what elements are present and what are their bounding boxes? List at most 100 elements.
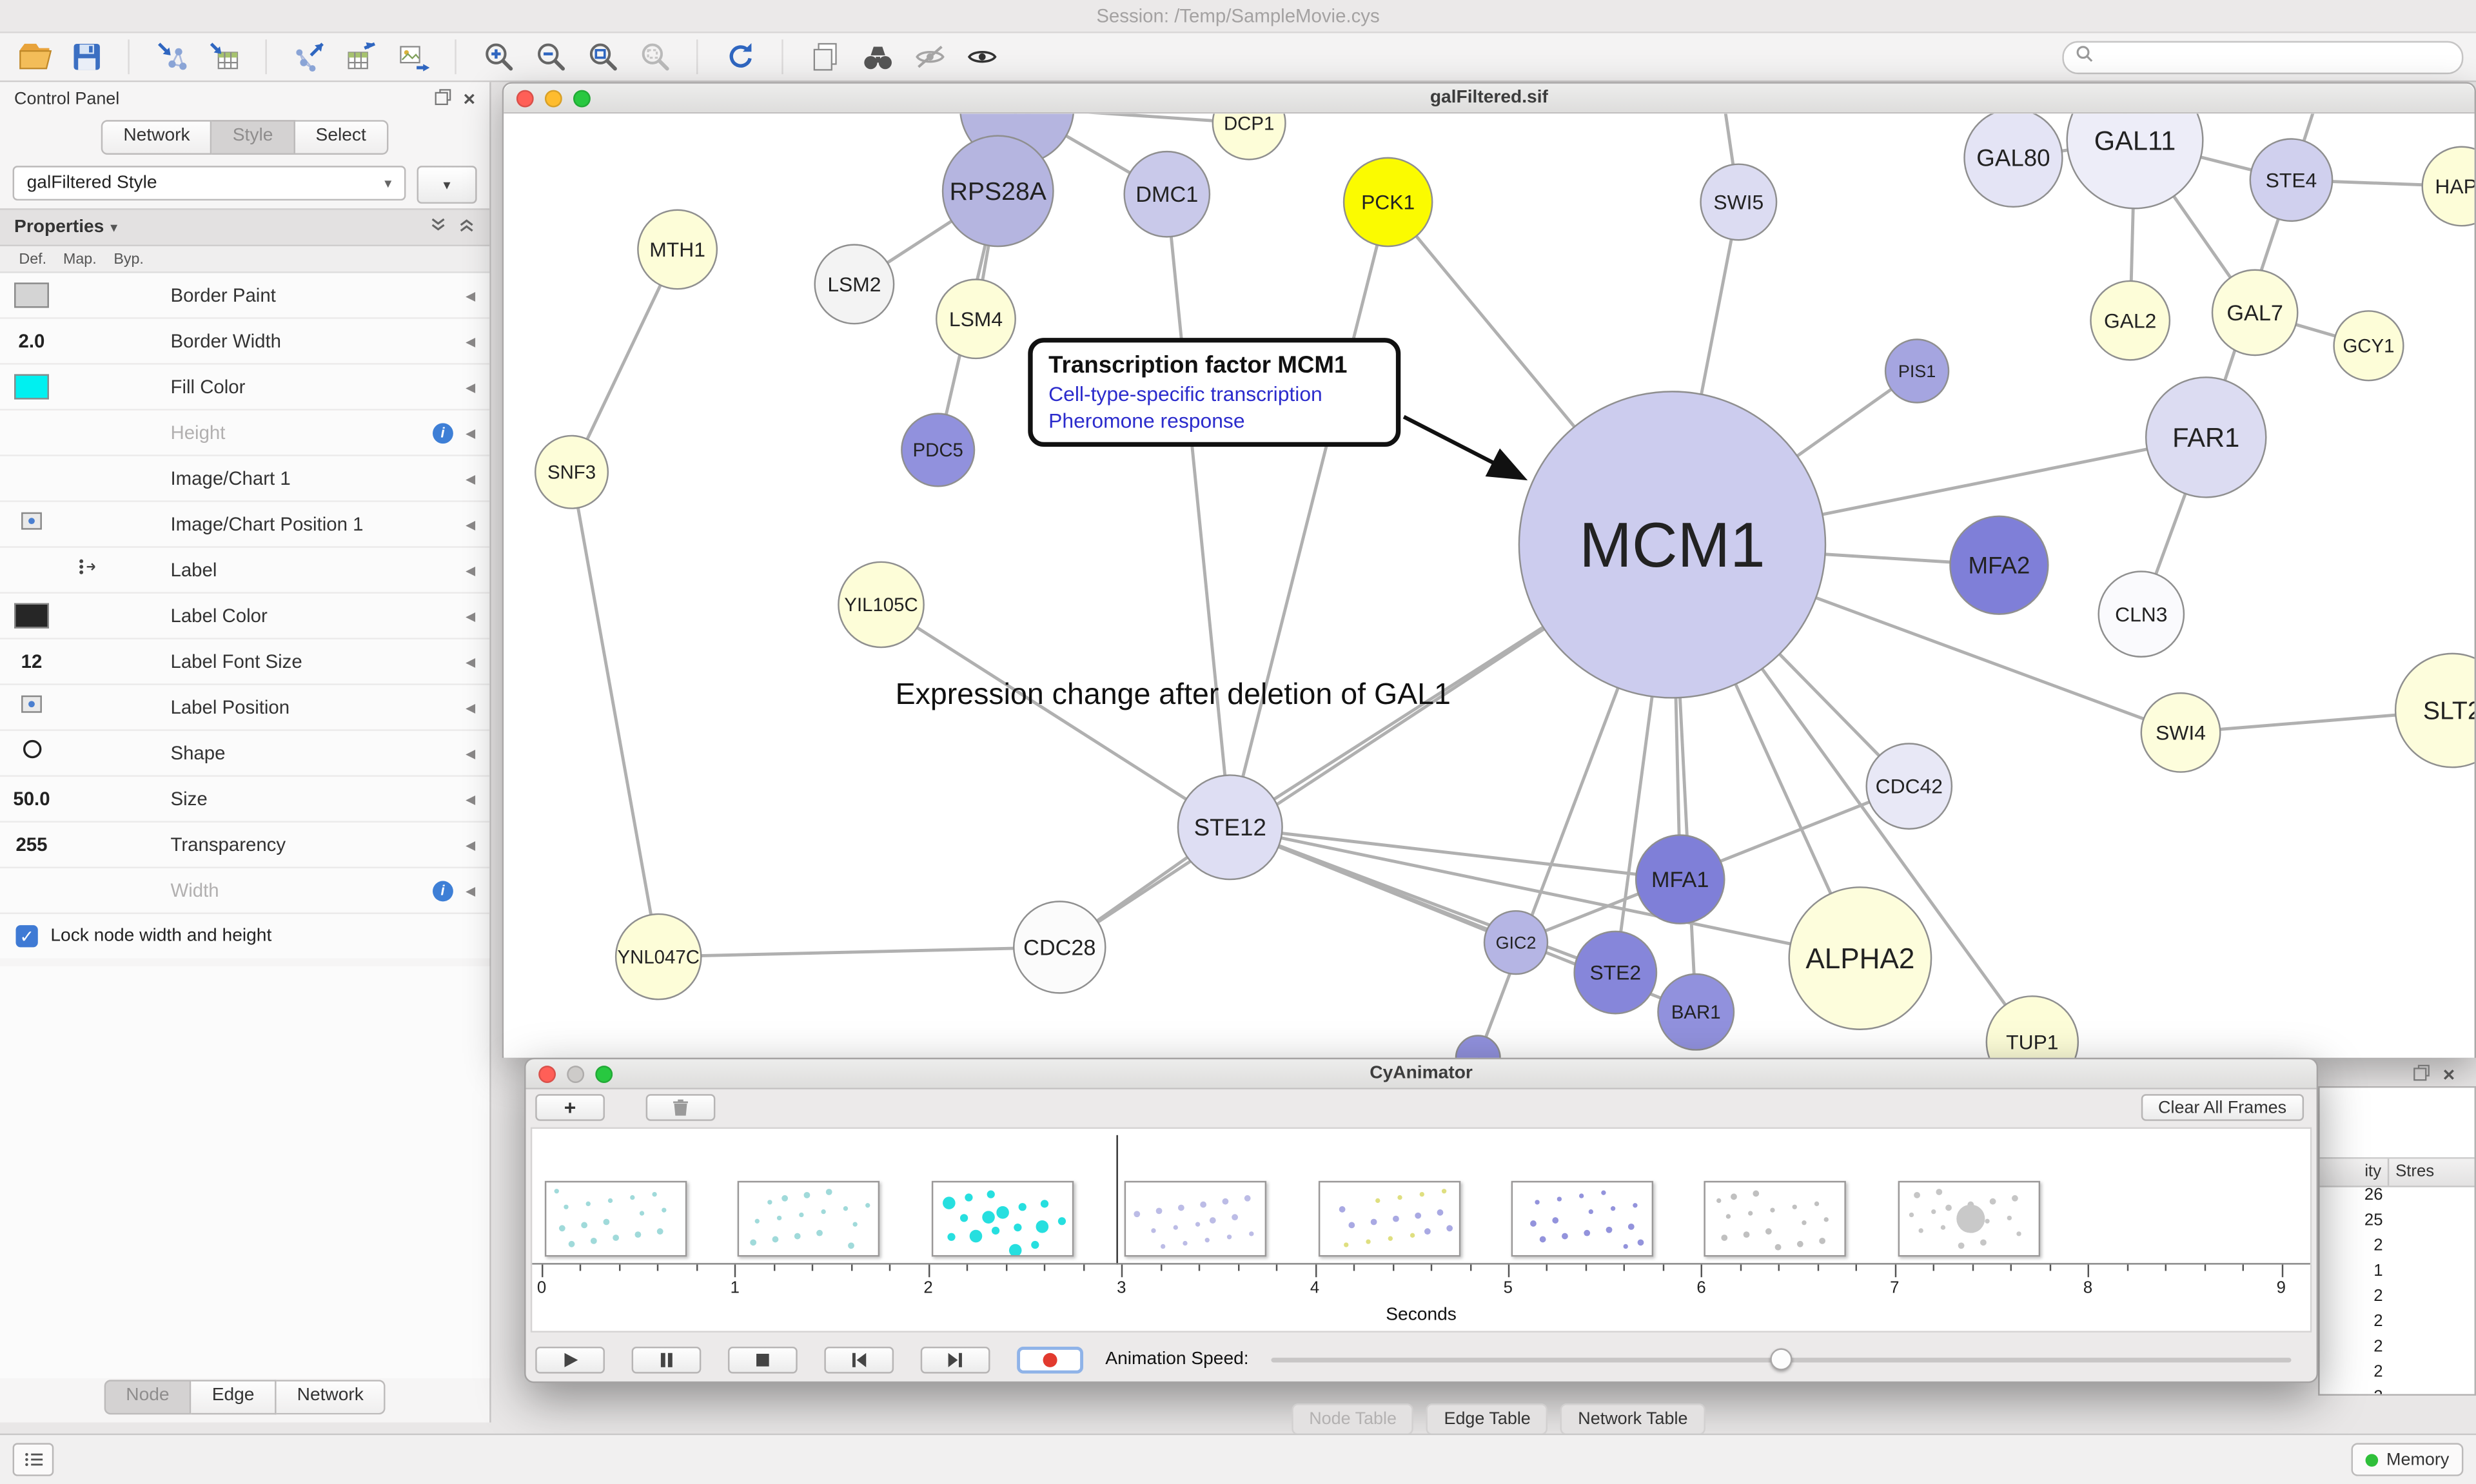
save-session-icon[interactable] bbox=[64, 35, 107, 78]
minimize-window-icon[interactable] bbox=[544, 89, 562, 107]
network-node-alpha2[interactable]: ALPHA2 bbox=[1788, 886, 1932, 1030]
import-network-icon[interactable] bbox=[150, 35, 193, 78]
network-node-dcp1[interactable]: DCP1 bbox=[1212, 113, 1286, 161]
default-value-swatch[interactable] bbox=[14, 374, 49, 400]
tab-style[interactable]: Style bbox=[211, 120, 295, 155]
expand-row-arrow-icon[interactable]: ◀ bbox=[466, 517, 476, 532]
table-row[interactable]: 1 bbox=[2373, 1261, 2383, 1281]
network-edge[interactable] bbox=[1230, 825, 1861, 960]
network-node-gal80[interactable]: GAL80 bbox=[1963, 113, 2063, 208]
stop-button[interactable] bbox=[727, 1345, 798, 1373]
network-node-gal7[interactable]: GAL7 bbox=[2211, 269, 2299, 356]
table-row[interactable]: 25 bbox=[2364, 1211, 2383, 1230]
table-row[interactable]: 2 bbox=[2320, 1388, 2475, 1394]
frame-thumbnail-7[interactable] bbox=[1898, 1180, 2040, 1257]
default-value-swatch[interactable] bbox=[14, 282, 49, 308]
network-node-slt2[interactable]: SLT2 bbox=[2394, 652, 2475, 768]
frame-thumbnail-3[interactable] bbox=[1125, 1180, 1267, 1257]
close-window-icon[interactable] bbox=[516, 89, 534, 107]
style-property-row[interactable]: Fill Color◀ bbox=[0, 364, 490, 411]
default-value[interactable]: 2.0 bbox=[18, 329, 45, 353]
tab-node-table[interactable]: Node Table bbox=[1292, 1403, 1414, 1436]
close-icon[interactable]: × bbox=[463, 86, 476, 111]
table-row[interactable]: 2 bbox=[2373, 1236, 2383, 1255]
expand-row-arrow-icon[interactable]: ◀ bbox=[466, 746, 476, 761]
annotation-link[interactable]: Cell-type-specific transcription bbox=[1048, 382, 1322, 406]
expand-row-arrow-icon[interactable]: ◀ bbox=[466, 333, 476, 349]
network-node-rps28a[interactable]: RPS28A bbox=[941, 135, 1054, 248]
chevron-down-icon[interactable]: ▾ bbox=[110, 219, 118, 235]
show-all-icon[interactable] bbox=[960, 35, 1003, 78]
network-edge[interactable] bbox=[1017, 113, 1250, 125]
network-node-swi4[interactable]: SWI4 bbox=[2140, 692, 2221, 773]
network-node-dmc1[interactable]: DMC1 bbox=[1123, 150, 1211, 238]
network-node-mth1[interactable]: MTH1 bbox=[637, 209, 718, 290]
style-property-row[interactable]: Label Position◀ bbox=[0, 685, 490, 731]
style-property-row[interactable]: Border Paint◀ bbox=[0, 273, 490, 319]
zoom-window-icon[interactable] bbox=[573, 89, 591, 107]
play-button[interactable] bbox=[535, 1345, 605, 1373]
network-node-far1[interactable]: FAR1 bbox=[2145, 376, 2267, 498]
network-edge[interactable] bbox=[570, 471, 660, 957]
float-window-icon[interactable] bbox=[435, 88, 452, 110]
lock-size-checkbox[interactable]: ✓ bbox=[15, 925, 38, 948]
network-canvas[interactable]: DCP1RPS28ADMC1PCK1SWI5GAL80GAL11STE4HAP4… bbox=[504, 113, 2475, 1058]
expand-row-arrow-icon[interactable]: ◀ bbox=[466, 379, 476, 395]
network-edge[interactable] bbox=[1230, 825, 1680, 881]
search-input[interactable] bbox=[2101, 46, 2451, 68]
network-node-pck1[interactable]: PCK1 bbox=[1342, 157, 1433, 248]
expand-row-arrow-icon[interactable]: ◀ bbox=[466, 563, 476, 578]
timeline-playhead[interactable] bbox=[1116, 1135, 1119, 1265]
expand-row-arrow-icon[interactable]: ◀ bbox=[466, 609, 476, 623]
network-node-bar1[interactable]: BAR1 bbox=[1657, 973, 1735, 1051]
expand-row-arrow-icon[interactable]: ◀ bbox=[466, 700, 476, 715]
zoom-window-icon[interactable] bbox=[595, 1064, 613, 1082]
network-node-cdc28[interactable]: CDC28 bbox=[1013, 901, 1106, 994]
expand-row-arrow-icon[interactable]: ◀ bbox=[466, 654, 476, 669]
export-image-icon[interactable] bbox=[391, 35, 434, 78]
table-row[interactable]: 2 bbox=[2373, 1312, 2383, 1331]
style-property-row[interactable]: Image/Chart Position 1◀ bbox=[0, 502, 490, 548]
close-window-icon[interactable] bbox=[538, 1064, 556, 1082]
frame-thumbnail-0[interactable] bbox=[544, 1180, 687, 1257]
skip-forward-button[interactable] bbox=[920, 1345, 990, 1373]
close-icon[interactable]: × bbox=[2442, 1062, 2455, 1086]
expand-row-arrow-icon[interactable]: ◀ bbox=[466, 471, 476, 486]
frame-thumbnail-2[interactable] bbox=[931, 1180, 1074, 1257]
zoom-out-icon[interactable] bbox=[529, 35, 571, 78]
network-node-mfa1[interactable]: MFA1 bbox=[1635, 834, 1725, 924]
find-icon[interactable] bbox=[856, 35, 898, 78]
network-edge[interactable] bbox=[1228, 201, 1390, 828]
network-node-mcm1[interactable]: MCM1 bbox=[1518, 391, 1827, 699]
position-icon[interactable] bbox=[21, 693, 43, 721]
delete-frame-button[interactable] bbox=[645, 1094, 716, 1121]
annotation-box[interactable]: Transcription factor MCM1 Cell-type-spec… bbox=[1028, 338, 1401, 447]
default-value[interactable]: 12 bbox=[21, 650, 43, 673]
default-value[interactable]: 50.0 bbox=[13, 788, 50, 810]
network-node-gal2[interactable]: GAL2 bbox=[2090, 280, 2171, 361]
slider-handle[interactable] bbox=[1771, 1348, 1793, 1371]
search-box[interactable] bbox=[2062, 40, 2464, 73]
ellipse-shape-icon[interactable] bbox=[20, 739, 44, 767]
expand-row-arrow-icon[interactable]: ◀ bbox=[466, 288, 476, 302]
default-value[interactable]: 255 bbox=[15, 834, 48, 856]
network-node-cln3[interactable]: CLN3 bbox=[2098, 571, 2185, 658]
snapshot-icon[interactable] bbox=[804, 35, 847, 78]
network-node-pis1[interactable]: PIS1 bbox=[1884, 338, 1950, 404]
tab-network-style[interactable]: Network bbox=[276, 1380, 386, 1415]
record-button[interactable] bbox=[1017, 1345, 1084, 1373]
network-node-hap4[interactable]: HAP4 bbox=[2421, 146, 2475, 227]
network-node-ynl047c[interactable]: YNL047C bbox=[614, 913, 702, 1001]
column-header[interactable]: Stres bbox=[2395, 1162, 2435, 1181]
mapping-icon[interactable] bbox=[77, 556, 99, 584]
network-node-gal11[interactable]: GAL11 bbox=[2066, 113, 2204, 210]
network-node-swi5[interactable]: SWI5 bbox=[1700, 163, 1778, 241]
expand-row-arrow-icon[interactable]: ◀ bbox=[466, 792, 476, 806]
network-edge[interactable] bbox=[880, 603, 1232, 829]
clear-all-frames-button[interactable]: Clear All Frames bbox=[2141, 1094, 2304, 1121]
